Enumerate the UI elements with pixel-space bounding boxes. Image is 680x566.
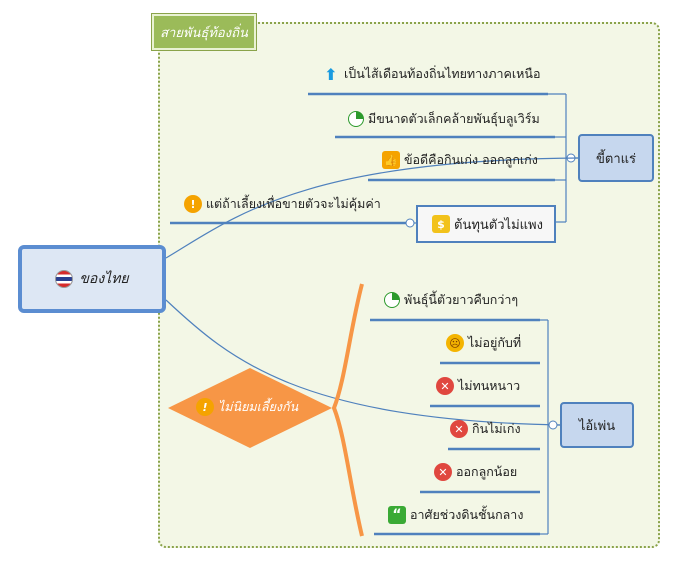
topic-box-first[interactable]: ขี้ตาแร่ [578,134,654,182]
leaf-text: อาศัยช่วงดินชั้นกลาง [410,507,524,522]
leaf-text: ข้อดีคือกินเก่ง ออกลูกเก่ง [404,152,538,167]
leaf-text: พันธุ์นี้ตัวยาวคืบกว่าๆ [404,292,519,307]
leaf-item[interactable]: “ อาศัยช่วงดินชั้นกลาง [388,505,523,525]
leaf-item[interactable]: ✕ ออกลูกน้อย [434,462,517,482]
leaf-item[interactable]: มีขนาดตัวเล็กคล้ายพันธุ์บลูเวิร์ม [348,109,540,129]
quarter-pie-icon [384,292,400,308]
topic-label: ขี้ตาแร่ [596,151,636,167]
central-topic[interactable]: ของไทย [18,245,166,313]
thai-flag-icon [55,270,74,288]
central-topic-label: ของไทย [79,271,129,287]
leaf-text: ไม่อยู่กับที่ [468,335,522,350]
boundary-frame [158,22,660,548]
leaf-item-boxed[interactable]: $ ต้นทุนตัวไม่แพง [416,205,556,243]
quarter-pie-icon [348,111,364,127]
leaf-item[interactable]: ✕ ไม่ทนหนาว [436,376,520,396]
leaf-item[interactable]: ✕ กินไม่เก่ง [450,419,521,439]
collapse-toggle[interactable] [548,420,558,430]
summary-brace [331,283,364,537]
branch-curve-first [165,157,579,259]
leaf-text: เป็นไส้เดือนท้องถิ่นไทยทางภาคเหนือ [344,66,541,81]
thumbs-up-icon: 👍 [382,151,400,169]
topic-box-second[interactable]: ไอ้เพ่น [560,402,634,448]
x-icon: ✕ [436,377,454,395]
topic-label: ไอ้เพ่น [578,418,616,434]
leaf-item[interactable]: 👍 ข้อดีคือกินเก่ง ออกลูกเก่ง [382,150,538,170]
collapse-toggle[interactable] [405,218,415,228]
dollar-icon: $ [432,215,450,233]
subnote-item[interactable]: ! แต่ถ้าเลี้ยงเพื่อขายตัวจะไม่คุ้มค่า [184,194,381,214]
leaf-text: มีขนาดตัวเล็กคล้ายพันธุ์บลูเวิร์ม [368,111,540,126]
leaf-text: ออกลูกน้อย [456,464,518,479]
summary-label: ! ไม่นิยมเลี้ยงกัน [196,396,316,418]
arrow-up-icon: ⬆ [324,64,338,84]
leaf-item[interactable]: ☹ ไม่อยู่กับที่ [446,333,521,353]
boundary-label[interactable]: สายพันธุ์ท้องถิ่น [151,13,257,51]
x-icon: ✕ [450,420,468,438]
exclamation-icon: ! [184,195,202,213]
branch-curve-second [165,299,561,426]
leaf-text: ต้นทุนตัวไม่แพง [454,217,543,233]
subnote-text: แต่ถ้าเลี้ยงเพื่อขายตัวจะไม่คุ้มค่า [206,196,381,211]
leaf-text: ไม่ทนหนาว [458,378,521,393]
x-icon: ✕ [434,463,452,481]
exclamation-icon: ! [196,398,214,416]
leaf-item[interactable]: ⬆ เป็นไส้เดือนท้องถิ่นไทยทางภาคเหนือ [322,64,540,84]
angry-face-icon: ☹ [446,334,464,352]
leaf-item[interactable]: พันธุ์นี้ตัวยาวคืบกว่าๆ [384,290,518,310]
quote-icon: “ [388,506,406,524]
summary-diamond[interactable] [168,368,332,448]
summary-text: ไม่นิยมเลี้ยงกัน [218,399,299,414]
leaf-text: กินไม่เก่ง [472,421,521,436]
